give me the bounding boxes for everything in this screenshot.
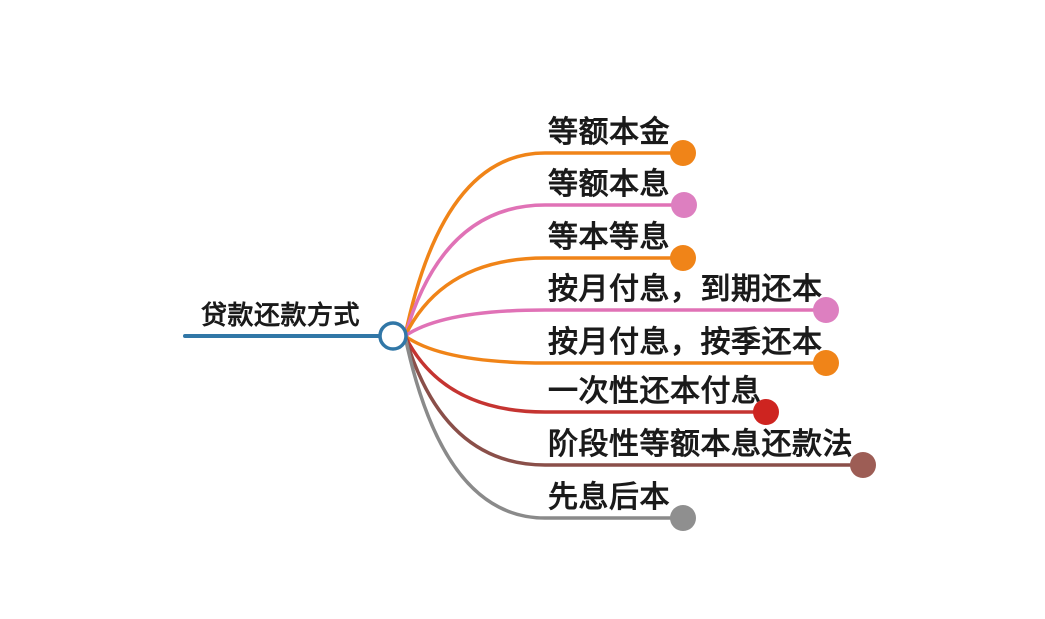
branch-curve: [403, 308, 828, 338]
branch-end-dot[interactable]: [813, 350, 839, 376]
branch-label-equal-principal[interactable]: 等额本金: [548, 115, 670, 150]
branch-label-monthly-interest-maturity[interactable]: 按月付息，到期还本: [548, 272, 823, 307]
branch-label-interest-first[interactable]: 先息后本: [548, 480, 670, 515]
branch-label-lump-sum[interactable]: 一次性还本付息: [548, 374, 762, 409]
branch-curve: [403, 334, 768, 414]
branch-end-dot[interactable]: [850, 452, 876, 478]
branch-label-equal-principal-interest[interactable]: 等本等息: [548, 220, 670, 255]
branch-curve: [403, 334, 865, 467]
branch-end-dot[interactable]: [753, 399, 779, 425]
branch-label-staged-equal-installment[interactable]: 阶段性等额本息还款法: [548, 427, 853, 462]
branch-curve: [403, 334, 828, 365]
root-node-circle[interactable]: [378, 321, 408, 351]
branch-label-monthly-interest-quarterly[interactable]: 按月付息，按季还本: [548, 325, 823, 360]
branch-curve: [403, 256, 685, 338]
branch-end-dot[interactable]: [670, 505, 696, 531]
branch-end-dot[interactable]: [813, 297, 839, 323]
branch-end-dot[interactable]: [670, 245, 696, 271]
root-node-label[interactable]: 贷款还款方式: [201, 301, 361, 331]
branch-curve: [403, 203, 686, 338]
branch-label-equal-installment[interactable]: 等额本息: [548, 167, 670, 202]
branch-curve: [403, 334, 685, 520]
branch-curve: [403, 151, 685, 338]
branch-end-dot[interactable]: [670, 140, 696, 166]
branch-end-dot[interactable]: [671, 192, 697, 218]
